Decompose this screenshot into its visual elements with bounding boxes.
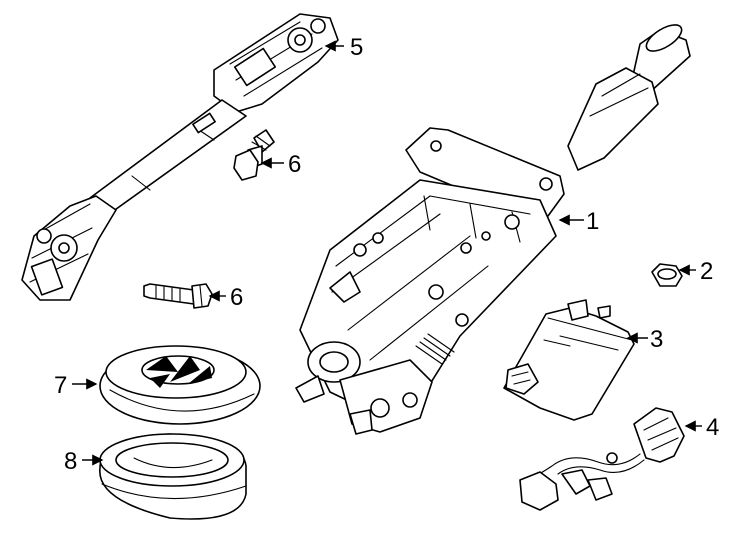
steering-column-part — [295, 24, 691, 435]
bushing-part — [99, 433, 247, 520]
wiring-harness-part — [519, 407, 685, 511]
callout-8: 8 — [64, 448, 77, 475]
seal-part — [99, 345, 261, 425]
nut-part — [651, 263, 683, 287]
callout-1: 1 — [586, 208, 599, 235]
callout-5: 5 — [350, 34, 363, 61]
callout-2: 2 — [700, 258, 713, 285]
callout-6-upper: 6 — [288, 151, 301, 178]
callout-7: 7 — [54, 372, 67, 399]
intermediate-shaft-part — [21, 13, 339, 301]
callout-numbers: 1 2 3 4 5 6 6 7 8 — [54, 34, 719, 475]
callout-leaders — [72, 40, 702, 466]
bolt-lower-part — [143, 283, 213, 309]
callout-6-lower: 6 — [230, 284, 243, 311]
callout-4: 4 — [706, 414, 719, 441]
callout-3: 3 — [650, 326, 663, 353]
control-module-part — [503, 299, 635, 421]
bolt-upper-part — [233, 129, 275, 181]
